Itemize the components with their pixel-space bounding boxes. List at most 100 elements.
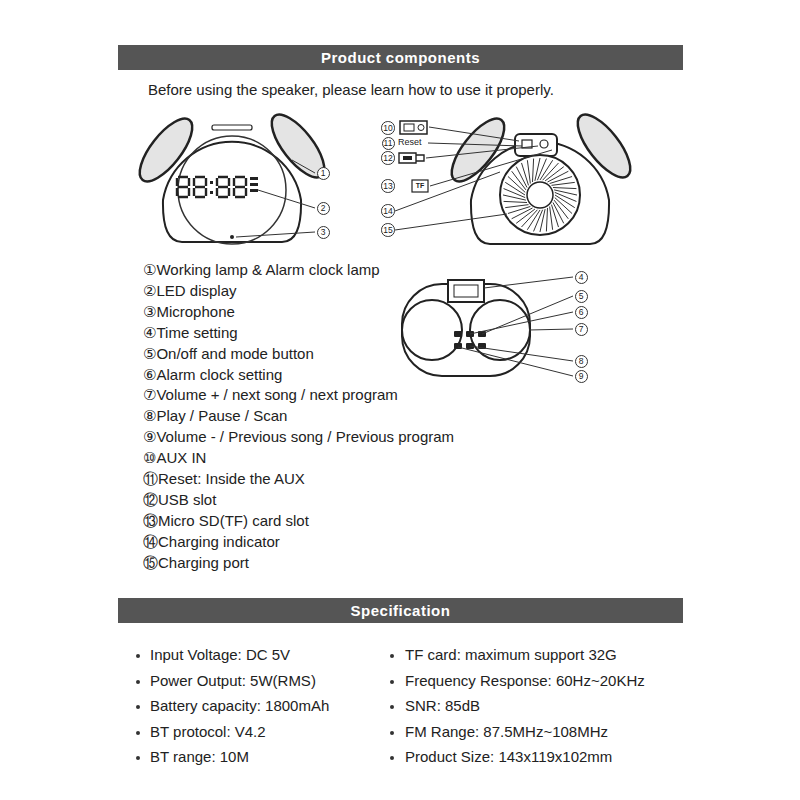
leader-lines: [529, 329, 573, 330]
leader-lines: [426, 146, 538, 158]
port-icons: [400, 121, 427, 134]
section-title: Product components: [321, 49, 480, 66]
port-panel: [515, 134, 557, 156]
spec-item: Power Output: 5W(RMS): [150, 672, 316, 690]
callout-number: 14: [381, 204, 394, 217]
bullet: [390, 731, 394, 735]
grille-stroke: [551, 205, 558, 227]
port-icons: [403, 156, 412, 160]
port-icons: [399, 153, 424, 163]
component-list-item: ⑮Charging port: [143, 554, 249, 572]
spec-item: BT range: 10M: [150, 748, 249, 766]
grille-stroke: [503, 195, 526, 200]
callout-text: 14: [383, 207, 392, 216]
component-list-item: ⑥Alarm clock setting: [143, 366, 282, 384]
component-list-item: ⑧Play / Pause / Scan: [143, 407, 287, 425]
led-display: [234, 177, 246, 197]
led-display: [250, 177, 258, 180]
section-title: Specification: [351, 602, 451, 619]
grille-stroke: [522, 163, 529, 185]
leader-lines: [428, 143, 522, 146]
callout-text: 9: [579, 372, 584, 381]
bullet: [136, 731, 140, 735]
grille-stroke: [508, 206, 530, 213]
leader-lines: [258, 190, 315, 208]
port-icons: [418, 125, 424, 131]
callout-text: 8: [579, 357, 584, 366]
grille-stroke: [553, 188, 576, 189]
callout-number: 1: [317, 167, 330, 180]
clock-body: [471, 142, 609, 244]
leader-lines: [458, 347, 573, 376]
callout-number: 7: [575, 323, 588, 336]
bullet: [136, 680, 140, 684]
bullet: [390, 654, 394, 658]
section-header-band: Specification: [118, 598, 683, 623]
callout-text: 11: [384, 139, 393, 148]
callout-text: 1: [321, 169, 326, 178]
front-view: [131, 107, 333, 244]
callout-text: 10: [383, 124, 392, 133]
top-panel: [454, 285, 478, 297]
callout-number: 9: [575, 370, 588, 383]
top-view: [402, 277, 573, 376]
bullet: [136, 756, 140, 760]
leader-lines: [484, 277, 573, 288]
component-list-item: ③Microphone: [143, 303, 235, 321]
callout-number: 5: [575, 290, 588, 303]
grille-stroke: [533, 159, 534, 182]
speaker-grille: [503, 158, 577, 232]
grille-stroke: [527, 160, 530, 183]
spec-item: Input Voltage: DC 5V: [150, 646, 290, 664]
led-display: [250, 183, 258, 186]
icon-label: TF: [416, 182, 425, 190]
spec-item: BT protocol: V4.2: [150, 723, 266, 741]
leader-lines: [458, 277, 573, 376]
grille-stroke: [540, 209, 545, 232]
spec-item: TF card: maximum support 32G: [405, 646, 617, 664]
grille-stroke: [546, 208, 547, 231]
port-icons: [399, 121, 428, 192]
callout-text: 5: [579, 292, 584, 301]
callout-text: 6: [579, 308, 584, 317]
component-list-item: ⑤On/off and mode button: [143, 345, 314, 363]
top-panel: [448, 280, 484, 302]
leader-lines: [395, 214, 507, 230]
grille-stroke: [504, 201, 527, 202]
callout-number: 2: [317, 202, 330, 215]
bullet: [390, 680, 394, 684]
leader-lines: [292, 160, 315, 173]
component-list-item: ②LED display: [143, 282, 237, 300]
port-label: Reset: [398, 137, 422, 148]
top-bar: [212, 125, 252, 130]
component-list-item: ⑪Reset: Inside the AUX: [143, 470, 305, 488]
callout-number: 15: [381, 223, 394, 236]
leader-lines: [236, 160, 315, 237]
callout-text: 15: [383, 226, 392, 235]
leader-lines: [430, 150, 552, 186]
led-display: [210, 191, 213, 194]
callout-number: 10: [381, 121, 394, 134]
bullet: [136, 705, 140, 709]
spec-item: SNR: 85dB: [405, 697, 480, 715]
bullet: [136, 654, 394, 760]
callout-number: 11: [382, 137, 395, 150]
spec-item: Battery capacity: 1800mAh: [150, 697, 329, 715]
callout-number: 6: [575, 306, 588, 319]
led-display: [250, 189, 258, 192]
component-list-item: ④Time setting: [143, 324, 238, 342]
bullet: [390, 705, 394, 709]
callout-text: 12: [383, 154, 392, 163]
component-list-item: ⑩AUX IN: [143, 449, 206, 467]
grille-stroke: [535, 158, 540, 181]
callout-number: 12: [381, 151, 394, 164]
grille-stroke: [554, 190, 577, 195]
component-list-item: ⑬Micro SD(TF) card slot: [143, 512, 309, 530]
leader-lines: [236, 232, 315, 237]
callout-text: 3: [321, 228, 326, 237]
led-display: [194, 177, 206, 197]
back-view: [395, 107, 639, 244]
led-display: [210, 181, 213, 184]
